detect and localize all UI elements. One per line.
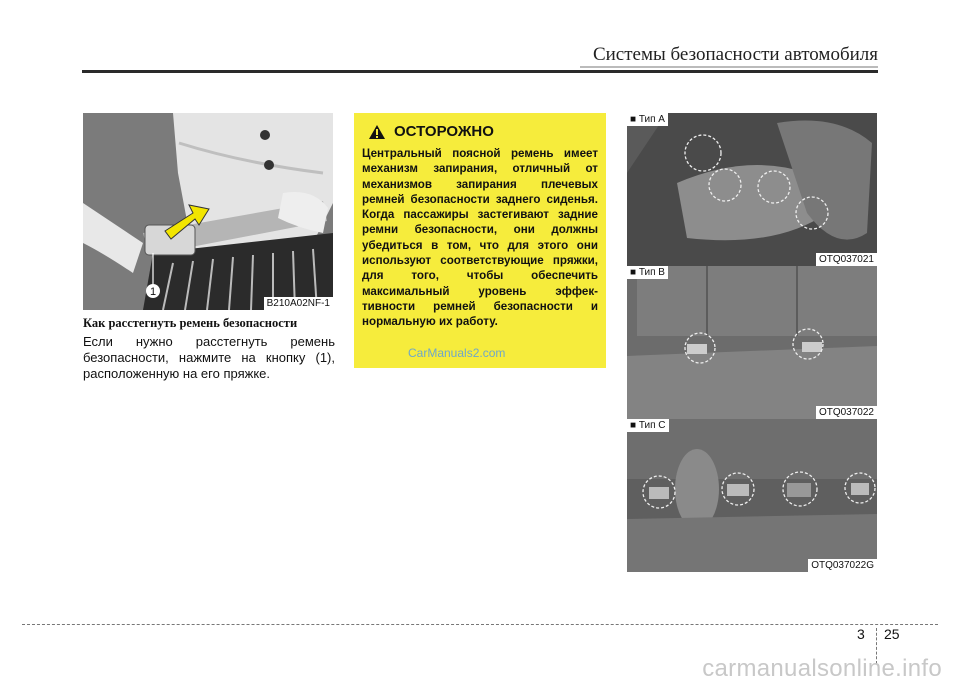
warning-title: ОСТОРОЖНО bbox=[394, 123, 494, 140]
footer-rule bbox=[22, 624, 938, 625]
seat-photo-type-c: ■ Тип C OTQ037022G bbox=[627, 419, 877, 572]
seat-code-type-a: OTQ037021 bbox=[815, 253, 877, 266]
warning-icon bbox=[369, 124, 385, 139]
seat-code-type-b: OTQ037022 bbox=[815, 406, 877, 419]
watermark: CarManuals2.com bbox=[408, 346, 506, 360]
seat-label-type-a: ■ Тип A bbox=[627, 113, 668, 126]
page-number-divider bbox=[876, 628, 877, 664]
page-number: 25 bbox=[884, 626, 900, 642]
seat-photo-type-b: ■ Тип B OTQ037022 bbox=[627, 266, 877, 419]
unbuckle-illustration: 1 B210A02NF-1 bbox=[83, 113, 333, 310]
seat-photo-type-a: ■ Тип A OTQ037021 bbox=[627, 113, 877, 266]
seat-label-type-c: ■ Тип C bbox=[627, 419, 669, 432]
caption-title: Как расстегнуть ремень безопасности bbox=[83, 316, 298, 330]
caption-body: Если нужно расстегнуть ремень безопаснос… bbox=[83, 334, 335, 381]
callout-number: 1 bbox=[150, 286, 156, 298]
seat-label-type-b: ■ Тип B bbox=[627, 266, 668, 279]
warning-box: ОСТОРОЖНО Центральный поясной ремень име… bbox=[354, 113, 606, 368]
figure-code: B210A02NF-1 bbox=[263, 297, 333, 310]
header-rule bbox=[82, 70, 878, 73]
page-header-title: Системы безопасности автомобиля bbox=[592, 44, 878, 65]
header-accent-rule bbox=[580, 66, 878, 68]
warning-body: Центральный поясной ремень имеет механиз… bbox=[362, 147, 598, 329]
chapter-number: 3 bbox=[857, 626, 865, 642]
seat-code-type-c: OTQ037022G bbox=[808, 559, 877, 572]
site-watermark: carmanualsonline.info bbox=[702, 655, 942, 682]
